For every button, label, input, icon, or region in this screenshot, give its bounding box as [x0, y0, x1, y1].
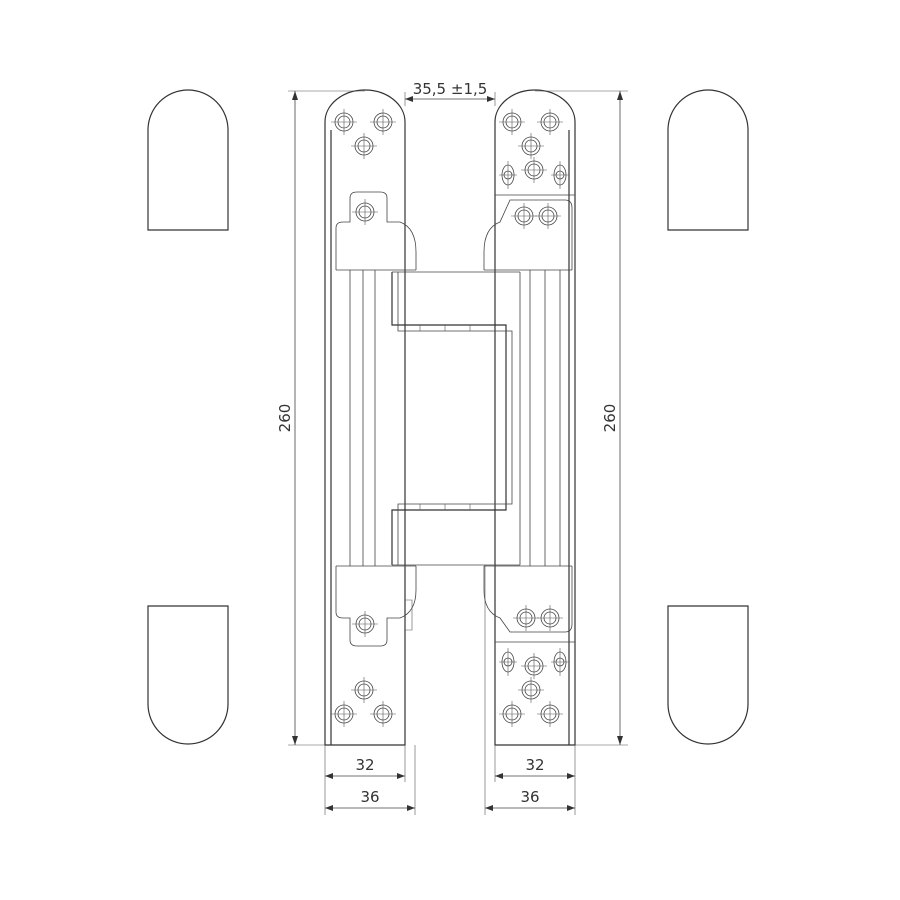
- screw-hole: [534, 202, 562, 230]
- screw-hole: [520, 156, 548, 184]
- screw-hole: [369, 108, 397, 136]
- screw-hole: [550, 647, 570, 677]
- dimension-label: 32: [525, 756, 544, 774]
- screw-hole: [498, 108, 526, 136]
- screw-hole: [512, 604, 540, 632]
- screw-hole: [351, 198, 379, 226]
- mortise-bottom-left: [147, 605, 229, 745]
- mortise-top-right: [667, 89, 749, 231]
- screw-hole: [498, 160, 518, 190]
- dimension-label: 36: [520, 788, 539, 806]
- right-hinge-leaf: [483, 89, 576, 746]
- dimension-label: 260: [601, 404, 619, 433]
- screw-hole: [330, 700, 358, 728]
- screw-hole: [498, 647, 518, 677]
- screw-hole: [517, 132, 545, 160]
- screw-hole: [536, 604, 564, 632]
- dimension-label: 36: [360, 788, 379, 806]
- dimension-height-right: 260: [535, 90, 628, 746]
- screw-hole: [517, 676, 545, 704]
- dimension-height-left: 260: [276, 90, 365, 746]
- dimension-top-gap: 35,5 ±1,5: [404, 80, 496, 106]
- screw-hole: [536, 108, 564, 136]
- screw-hole: [536, 700, 564, 728]
- screw-hole: [330, 108, 358, 136]
- screw-hole: [351, 610, 379, 638]
- left-hinge-leaf: [324, 89, 417, 746]
- hinge-mechanism: [391, 271, 521, 566]
- screw-holes: [330, 108, 570, 728]
- screw-hole: [369, 700, 397, 728]
- screw-hole: [520, 652, 548, 680]
- mortise-cutouts: [147, 89, 749, 745]
- dimension-label: 35,5 ±1,5: [413, 80, 488, 98]
- mortise-top-left: [147, 89, 229, 231]
- dimension-label: 260: [276, 404, 294, 433]
- mortise-bottom-right: [667, 605, 749, 745]
- screw-hole: [550, 160, 570, 190]
- screw-hole: [510, 202, 538, 230]
- dimension-widths-left: 32 36: [324, 745, 416, 815]
- screw-hole: [350, 132, 378, 160]
- screw-hole: [350, 676, 378, 704]
- dimension-widths-right: 32 36: [484, 565, 576, 815]
- dimension-label: 32: [355, 756, 374, 774]
- screw-hole: [498, 700, 526, 728]
